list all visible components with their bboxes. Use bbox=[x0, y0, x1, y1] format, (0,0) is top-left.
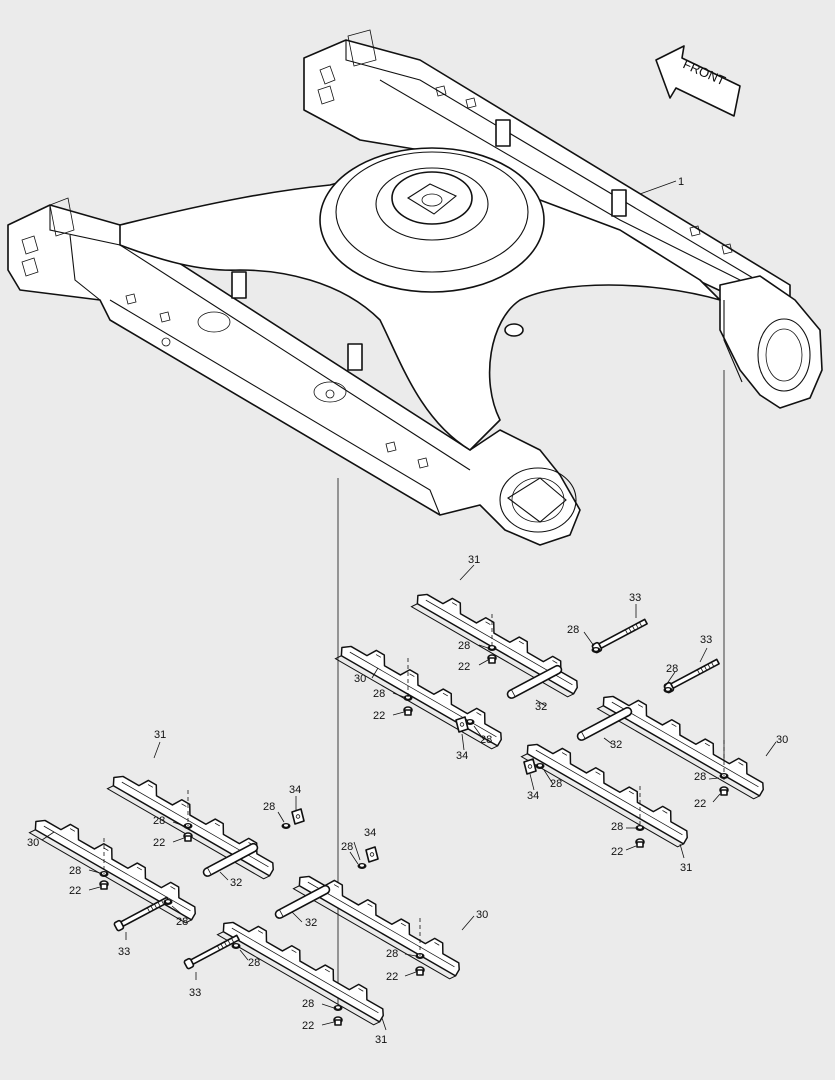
label-28-a: 28 bbox=[567, 624, 579, 636]
pin-32-d bbox=[273, 883, 332, 921]
washer-part-13 bbox=[663, 687, 673, 693]
bolt-part-31 bbox=[183, 832, 193, 842]
label-31-b: 31 bbox=[680, 862, 692, 874]
washer-part-37 bbox=[231, 943, 241, 949]
label-31-c: 31 bbox=[154, 729, 166, 741]
guard-part-24 bbox=[292, 864, 468, 982]
label-28-e: 28 bbox=[480, 734, 492, 746]
label-28-k: 28 bbox=[341, 841, 353, 853]
label-22-g: 22 bbox=[386, 971, 398, 983]
guard-right-upper-31 bbox=[410, 582, 586, 700]
guard-left-upper-31 bbox=[106, 764, 282, 882]
plate-part-42 bbox=[291, 808, 305, 825]
long-bolt-33-a bbox=[590, 616, 649, 655]
guard-right-lower-30 bbox=[596, 684, 772, 802]
undercarriage-frame bbox=[7, 29, 823, 546]
label-28-m: 28 bbox=[176, 916, 188, 928]
label-32-b: 32 bbox=[610, 739, 622, 751]
bolt-part-9 bbox=[487, 654, 497, 664]
long-bolt-33-c bbox=[112, 894, 171, 933]
label-33-a: 33 bbox=[629, 592, 641, 604]
bolt-part-19 bbox=[635, 838, 645, 848]
label-30-a: 30 bbox=[354, 673, 366, 685]
bolt-part-41 bbox=[333, 1016, 343, 1026]
bolt-part-11 bbox=[403, 706, 413, 716]
washer-part-18 bbox=[635, 825, 645, 831]
label-28-j: 28 bbox=[153, 815, 165, 827]
label-22-d: 22 bbox=[611, 846, 623, 858]
label-22-a: 22 bbox=[458, 661, 470, 673]
label-28-i: 28 bbox=[263, 801, 275, 813]
washer-part-40 bbox=[333, 1005, 343, 1011]
label-30-c: 30 bbox=[27, 837, 39, 849]
label-22-f: 22 bbox=[69, 885, 81, 897]
label-28-c: 28 bbox=[666, 663, 678, 675]
label-28-l: 28 bbox=[69, 865, 81, 877]
label-22-b: 22 bbox=[373, 710, 385, 722]
washer-part-34 bbox=[281, 823, 291, 829]
label-22-e: 22 bbox=[153, 837, 165, 849]
guard-part-0 bbox=[410, 582, 586, 700]
label-28-h: 28 bbox=[611, 821, 623, 833]
label-32-d: 32 bbox=[305, 917, 317, 929]
label-33-b: 33 bbox=[700, 634, 712, 646]
label-28-n: 28 bbox=[386, 948, 398, 960]
guard-part-2 bbox=[596, 684, 772, 802]
guard-part-22 bbox=[106, 764, 282, 882]
plate-part-20 bbox=[455, 716, 469, 733]
label-22-h: 22 bbox=[302, 1020, 314, 1032]
label-28-g: 28 bbox=[694, 771, 706, 783]
label-34-d: 34 bbox=[364, 827, 376, 839]
long-bolt-33-d bbox=[182, 932, 241, 971]
guard-left-lower-30 bbox=[292, 864, 468, 982]
plate-part-21 bbox=[523, 758, 537, 775]
label-31-a: 31 bbox=[468, 554, 480, 566]
label-34-b: 34 bbox=[527, 790, 539, 802]
label-28-o: 28 bbox=[248, 957, 260, 969]
washer-part-15 bbox=[535, 763, 545, 769]
label-34-c: 34 bbox=[289, 784, 301, 796]
label-34-a: 34 bbox=[456, 750, 468, 762]
label-33-c: 33 bbox=[118, 946, 130, 958]
washer-part-12 bbox=[591, 647, 601, 653]
washer-part-36 bbox=[163, 899, 173, 905]
bolt-part-39 bbox=[415, 966, 425, 976]
guard-left-mid-30 bbox=[28, 808, 204, 926]
label-32-a: 32 bbox=[535, 701, 547, 713]
front-arrow-icon: FRONT bbox=[655, 45, 741, 117]
label-33-d: 33 bbox=[189, 987, 201, 999]
label-30-b: 30 bbox=[776, 734, 788, 746]
guard-part-23 bbox=[28, 808, 204, 926]
bolt-part-17 bbox=[719, 786, 729, 796]
plate-part-43 bbox=[365, 846, 379, 863]
label-32-c: 32 bbox=[230, 877, 242, 889]
label-22-c: 22 bbox=[694, 798, 706, 810]
label-30-d: 30 bbox=[476, 909, 488, 921]
washer-part-35 bbox=[357, 863, 367, 869]
label-28-p: 28 bbox=[302, 998, 314, 1010]
label-28-f: 28 bbox=[550, 778, 562, 790]
label-frame: 1 bbox=[678, 176, 684, 188]
label-28-b: 28 bbox=[458, 640, 470, 652]
label-28-d: 28 bbox=[373, 688, 385, 700]
label-31-d: 31 bbox=[375, 1034, 387, 1046]
bolt-part-33 bbox=[99, 880, 109, 890]
